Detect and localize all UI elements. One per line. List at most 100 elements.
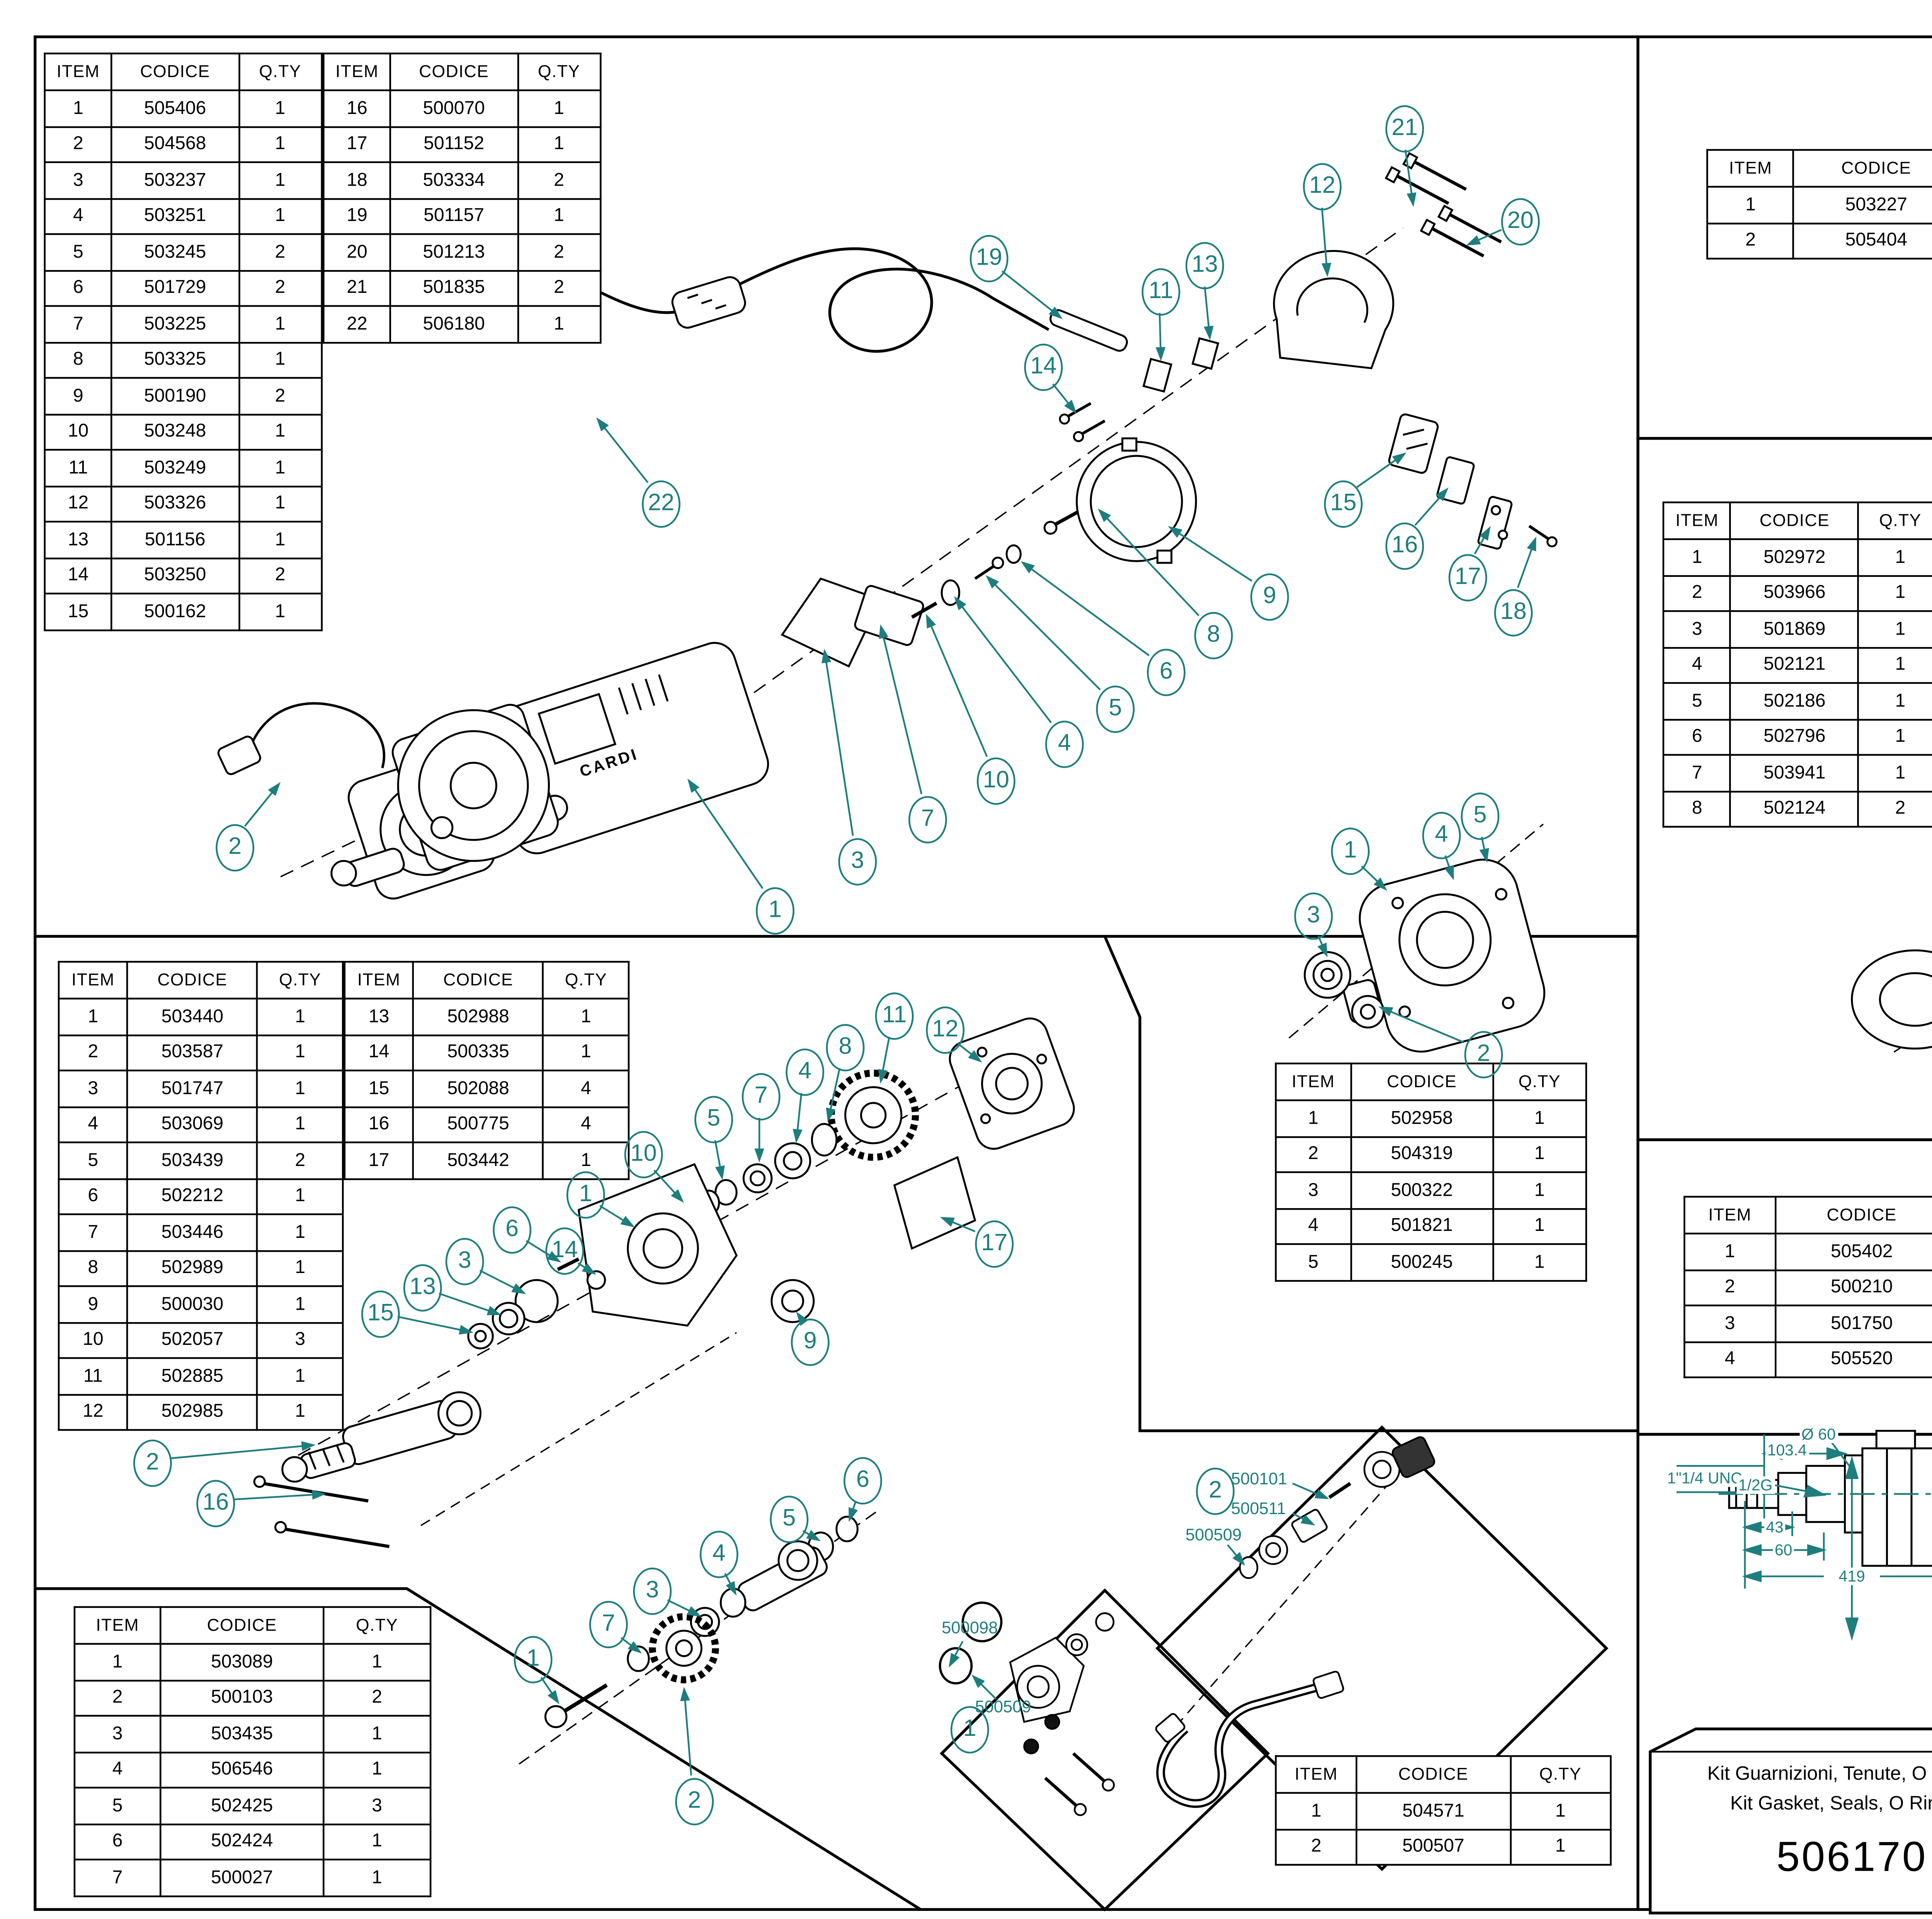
table-row: 25002101 bbox=[1683, 1268, 1932, 1307]
callout-tl-12: 12 bbox=[1303, 162, 1342, 210]
callout-mid-4: 4 bbox=[1422, 811, 1461, 858]
callout-bl-3: 3 bbox=[633, 1567, 672, 1614]
callout-tl-3: 3 bbox=[838, 837, 877, 885]
callout-bl-5: 5 bbox=[770, 1495, 809, 1542]
drawing-gear-unit bbox=[253, 1017, 1075, 1548]
kit-box bbox=[1649, 1727, 1932, 1915]
callout-l2-15: 15 bbox=[361, 1290, 400, 1337]
callout-tl-18: 18 bbox=[1494, 588, 1533, 636]
callout-tl-19: 19 bbox=[969, 234, 1009, 282]
drawing-motor-exploded bbox=[1851, 949, 1932, 1053]
part-label-500511-3: 500511 bbox=[1231, 1500, 1286, 1520]
callout-tl-9: 9 bbox=[1250, 572, 1289, 620]
panel-borders bbox=[34, 35, 1932, 1912]
table-row: 15054021 bbox=[1683, 1232, 1932, 1271]
callout-l2-17: 17 bbox=[975, 1219, 1014, 1267]
callout-tl-10: 10 bbox=[976, 756, 1015, 804]
callout-tl-4: 4 bbox=[1045, 720, 1084, 767]
callout-tl-20: 20 bbox=[1501, 197, 1540, 245]
dimension-label-3: 1/2G bbox=[1736, 1476, 1774, 1494]
callout-l2-8: 8 bbox=[826, 1023, 865, 1071]
drawing-gearbox-cover bbox=[1288, 823, 1546, 1053]
callout-tl-5: 5 bbox=[1096, 685, 1135, 732]
dimension-label-4: 43 bbox=[1764, 1518, 1786, 1536]
drawing-output-shaft bbox=[519, 1511, 878, 1765]
callout-dia_a-1: 1 bbox=[950, 1705, 989, 1753]
callout-tl-2: 2 bbox=[216, 823, 255, 871]
callout-tl-11: 11 bbox=[1141, 267, 1180, 315]
callout-tl-14: 14 bbox=[1024, 343, 1063, 390]
callout-tl-6: 6 bbox=[1147, 648, 1186, 695]
parts-table-armature: ITEMCODICEQ.TY15054021250021013501750145… bbox=[1683, 1196, 1932, 1378]
callout-l2-4: 4 bbox=[786, 1047, 825, 1095]
part-label-500509-4: 500509 bbox=[1185, 1526, 1242, 1546]
callout-l2-10: 10 bbox=[624, 1130, 663, 1178]
callout-tl-16: 16 bbox=[1385, 522, 1424, 569]
callout-l2-12: 12 bbox=[926, 1005, 965, 1053]
kit-description-italian: Kit Guarnizioni, Tenute, O Ring … bbox=[1707, 1764, 1932, 1785]
callout-l2-5: 5 bbox=[694, 1095, 733, 1142]
kit-description-english: Kit Gasket, Seals, O Ring … bbox=[1730, 1793, 1932, 1815]
callout-dia_b-2: 2 bbox=[1196, 1467, 1235, 1514]
drawing-gasket-parts bbox=[939, 1601, 1115, 1816]
callout-tl-7: 7 bbox=[908, 795, 947, 843]
callout-tl-22: 22 bbox=[642, 479, 680, 527]
callout-l2-14: 14 bbox=[545, 1226, 584, 1274]
callout-tl-13: 13 bbox=[1185, 241, 1224, 289]
table-row: 45055201 bbox=[1683, 1340, 1932, 1378]
callout-l2-1: 1 bbox=[566, 1170, 605, 1218]
dimension-label-5: 60 bbox=[1773, 1541, 1794, 1559]
callout-mid-5: 5 bbox=[1461, 792, 1500, 839]
callout-bl-7: 7 bbox=[589, 1600, 628, 1647]
